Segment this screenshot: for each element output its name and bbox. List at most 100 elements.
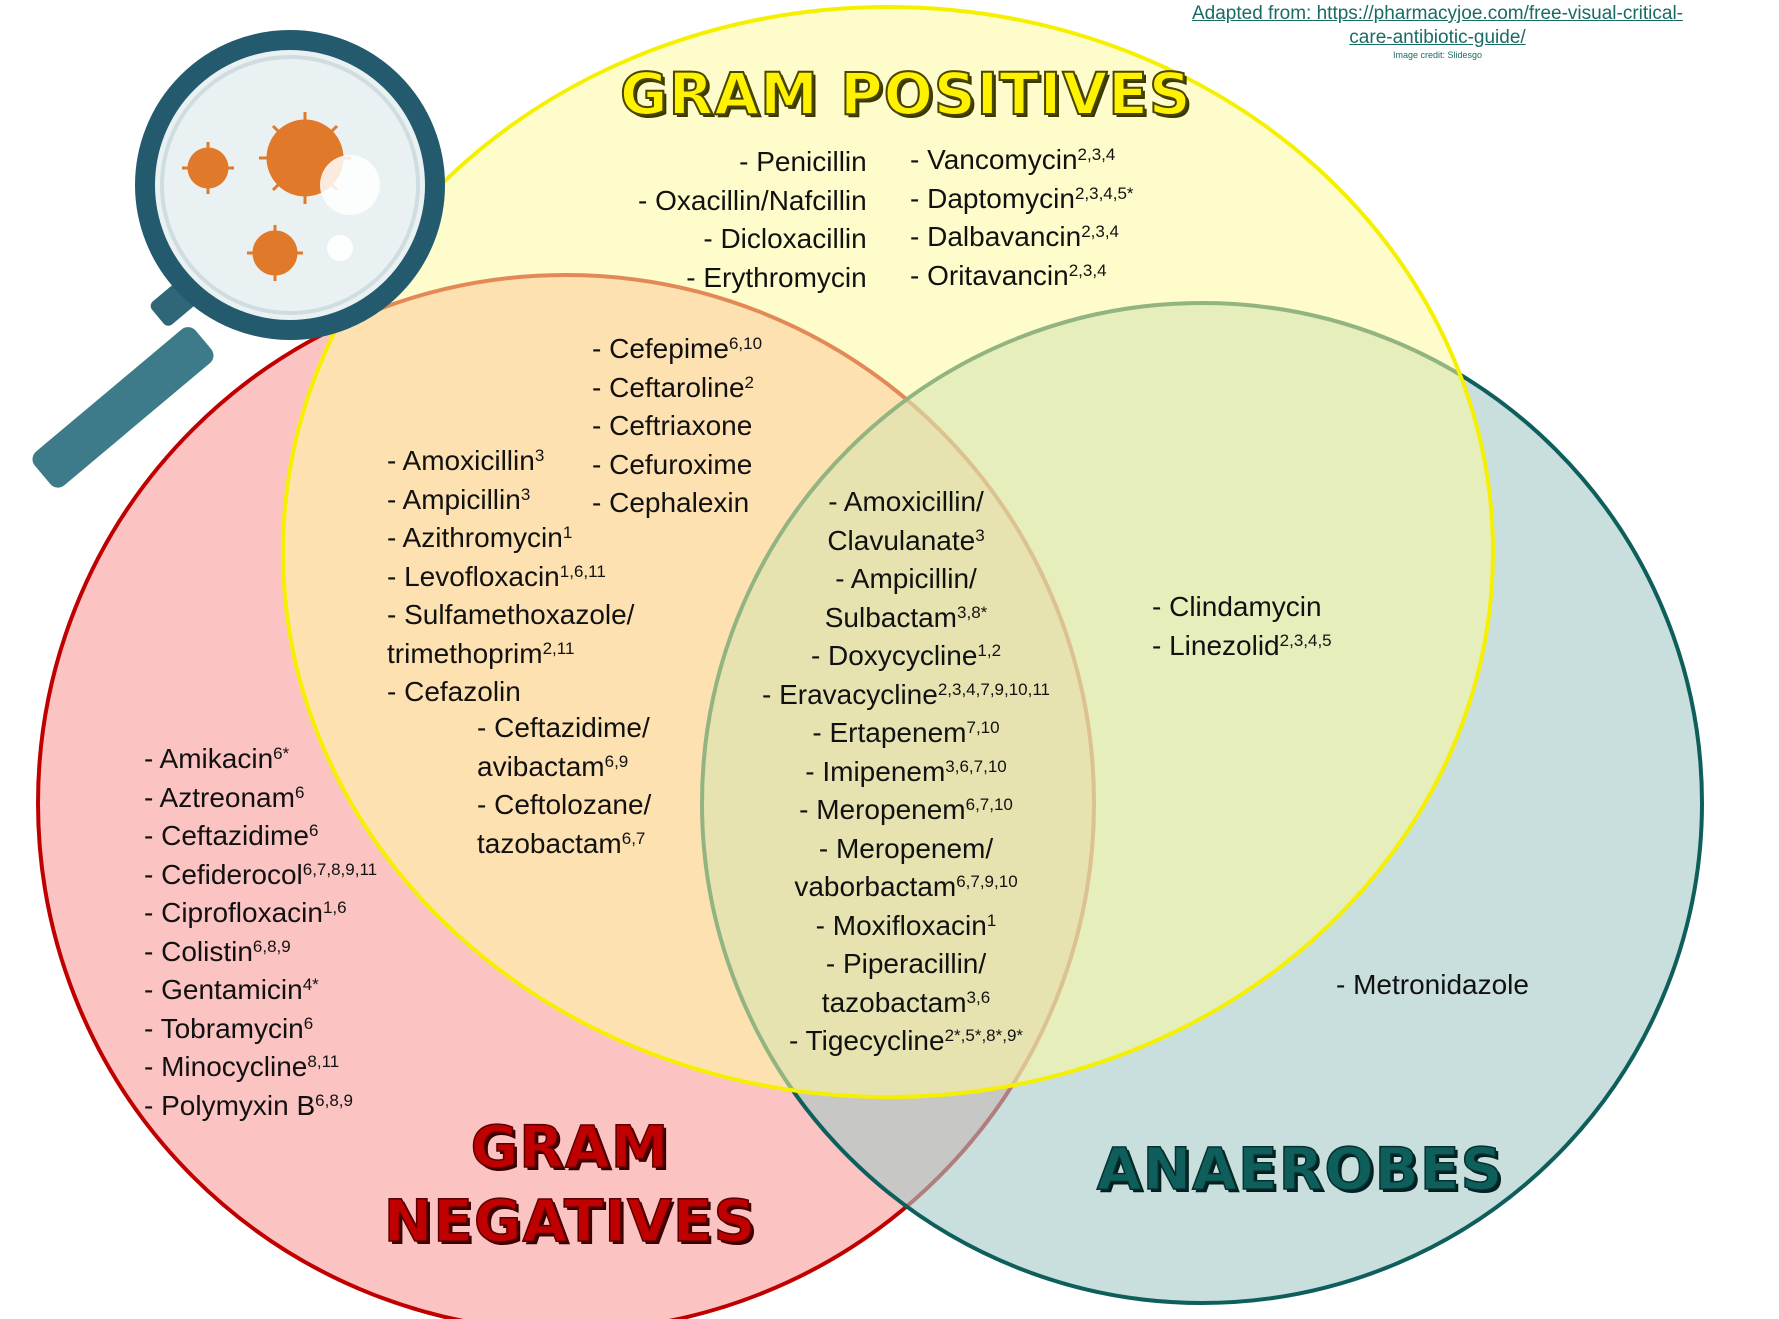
- drug-list-item: - Linezolid2,3,4,5: [1152, 627, 1332, 666]
- source-link-line-1[interactable]: Adapted from: https://pharmacyjoe.com/fr…: [1191, 3, 1683, 24]
- drug-name: - Aztreonam: [144, 781, 295, 813]
- drug-list-item: trimethoprim2,11: [387, 635, 634, 674]
- drug-footnote-refs: 1,6: [322, 898, 347, 917]
- drug-footnote-refs: 2,11: [542, 638, 575, 658]
- drug-list-item: vaborbactam6,7,9,10: [696, 868, 1116, 907]
- drug-list-item: - Colistin6,8,9: [144, 933, 377, 972]
- drug-footnote-refs: 6,7,10: [965, 795, 1013, 814]
- source-credit: Adapted from: https://pharmacyjoe.com/fr…: [1192, 2, 1683, 61]
- drug-name: - Levofloxacin: [387, 560, 560, 592]
- gn-only-list: - Amikacin6*- Aztreonam6- Ceftazidime6- …: [144, 740, 377, 1125]
- drug-footnote-refs: 2,3,4,5*: [1074, 183, 1134, 203]
- drug-list-item: - Aztreonam6: [144, 779, 377, 818]
- drug-name: - Minocycline: [144, 1051, 308, 1082]
- drug-name: - Cephalexin: [592, 487, 750, 518]
- drug-name: tazobactam: [477, 827, 622, 859]
- gp-anaerobe-list: - Clindamycin- Linezolid2,3,4,5: [1152, 588, 1332, 665]
- drug-list-item: - Tobramycin6: [144, 1010, 377, 1049]
- drug-list-item: - Amoxicillin/: [696, 483, 1116, 522]
- drug-footnote-refs: 1,6,11: [559, 561, 606, 581]
- drug-list-item: tazobactam6,7: [477, 825, 651, 864]
- drug-name: - Cefazolin: [387, 676, 521, 707]
- gram-negatives-title-line-1: GRAM: [470, 1112, 670, 1182]
- drug-name: - Ceftazidime/: [477, 712, 650, 743]
- drug-list-item: - Ceftazidime/: [477, 709, 651, 748]
- drug-footnote-refs: 2,3,4: [1081, 222, 1120, 241]
- drug-list-item: - Cefiderocol6,7,8,9,11: [144, 856, 377, 895]
- drug-list-item: - Levofloxacin1,6,11: [387, 558, 634, 597]
- drug-name: - Ertapenem: [812, 717, 967, 748]
- drug-name: - Ciprofloxacin: [144, 897, 323, 928]
- gp-only-list-left: - Penicillin - Oxacillin/Nafcillin - Diclo…: [638, 143, 867, 297]
- drug-list-item: - Sulfamethoxazole/: [387, 596, 634, 635]
- drug-footnote-refs: 3: [534, 446, 545, 465]
- drug-name: Sulbactam: [824, 601, 958, 633]
- drug-list-item: - Polymyxin B6,8,9: [144, 1087, 377, 1126]
- drug-footnote-refs: 3: [520, 484, 531, 504]
- drug-footnote-refs: 2,3,4,7,9,10,11: [937, 679, 1050, 699]
- drug-footnote-refs: 3,6,7,10: [945, 756, 1007, 776]
- drug-name: - Sulfamethoxazole/: [387, 599, 635, 630]
- drug-footnote-refs: 7,10: [966, 718, 1000, 737]
- drug-list-item: - Ampicillin3: [387, 481, 634, 520]
- drug-name: - Oritavancin: [910, 259, 1069, 291]
- drug-footnote-refs: 2*,5*,8*,9*: [944, 1026, 1024, 1045]
- drug-footnote-refs: 4*: [302, 975, 319, 994]
- drug-list-item: - Moxifloxacin1: [696, 907, 1116, 946]
- drug-name: - Amoxicillin: [387, 445, 535, 476]
- drug-name: - Daptomycin: [910, 182, 1075, 214]
- gp-gn-list-bottom: - Ceftazidime/avibactam6,9- Ceftolozane/…: [477, 709, 651, 863]
- drug-name: - Linezolid: [1152, 629, 1280, 661]
- drug-list-item: - Azithromycin1: [387, 519, 634, 558]
- drug-list-item: - Oxacillin/Nafcillin: [638, 182, 867, 221]
- drug-name: - Colistin: [144, 935, 253, 967]
- drug-footnote-refs: 6,7,9,10: [956, 872, 1018, 891]
- drug-list-item: - Oritavancin2,3,4: [910, 257, 1134, 296]
- cephalosporin-list: - Cefepime6,10- Ceftaroline2- Ceftriaxon…: [592, 330, 762, 523]
- drug-name: - Meropenem: [799, 794, 966, 825]
- drug-name: - Cefiderocol: [144, 858, 303, 890]
- source-link-line-2[interactable]: care-antibiotic-guide/: [1349, 27, 1526, 48]
- drug-name: - Metronidazole: [1336, 969, 1529, 1000]
- drug-list-item: - Cephalexin: [592, 484, 762, 523]
- drug-footnote-refs: 2,3,4: [1077, 145, 1116, 164]
- gram-negatives-title: GRAM NEGATIVES: [380, 1110, 760, 1258]
- drug-name: tazobactam: [821, 986, 967, 1018]
- drug-name: - Penicillin: [739, 146, 867, 177]
- drug-footnote-refs: 3: [975, 525, 985, 545]
- drug-name: - Cefepime: [592, 333, 729, 364]
- drug-footnote-refs: 1: [986, 910, 997, 930]
- drug-name: - Vancomycin: [910, 144, 1078, 175]
- drug-name: - Ceftazidime: [144, 820, 309, 851]
- drug-list-item: Clavulanate3: [696, 522, 1116, 561]
- drug-list-item: - Ertapenem7,10: [696, 714, 1116, 753]
- drug-footnote-refs: 6,10: [728, 334, 763, 353]
- drug-list-item: - Ceftriaxone: [592, 407, 762, 446]
- drug-footnote-refs: 2,3,4,5: [1279, 630, 1332, 650]
- drug-name: - Doxycycline: [810, 640, 978, 671]
- drug-list-item: - Eravacycline2,3,4,7,9,10,11: [696, 676, 1116, 715]
- drug-name: - Dicloxacillin: [703, 223, 867, 254]
- drug-name: vaborbactam: [794, 871, 957, 902]
- drug-name: - Dalbavancin: [910, 221, 1082, 252]
- drug-list-item: - Imipenem3,6,7,10: [696, 753, 1116, 792]
- drug-name: - Ceftaroline: [592, 371, 745, 403]
- drug-list-item: - Metronidazole: [1336, 966, 1529, 1005]
- gram-negatives-title-line-2: NEGATIVES: [383, 1186, 757, 1256]
- drug-list-item: avibactam6,9: [477, 748, 651, 787]
- drug-list-item: - Clindamycin: [1152, 588, 1332, 627]
- drug-name: - Oxacillin/Nafcillin: [638, 184, 867, 216]
- drug-name: - Cefuroxime: [592, 448, 753, 480]
- drug-footnote-refs: 6,8,9: [252, 936, 291, 956]
- drug-footnote-refs: 2,3,4: [1068, 260, 1107, 280]
- drug-footnote-refs: 6,7,8,9,11: [302, 859, 378, 879]
- drug-name: - Amikacin: [144, 743, 274, 774]
- anaerobes-title: ANAEROBES: [1096, 1134, 1504, 1204]
- drug-footnote-refs: 1: [562, 523, 573, 542]
- drug-list-item: - Ciprofloxacin1,6: [144, 894, 377, 933]
- drug-name: - Imipenem: [805, 755, 946, 787]
- drug-list-item: - Dicloxacillin: [638, 220, 867, 259]
- drug-footnote-refs: 1,2: [977, 641, 1002, 660]
- gram-positives-title: GRAM POSITIVES: [619, 59, 1192, 129]
